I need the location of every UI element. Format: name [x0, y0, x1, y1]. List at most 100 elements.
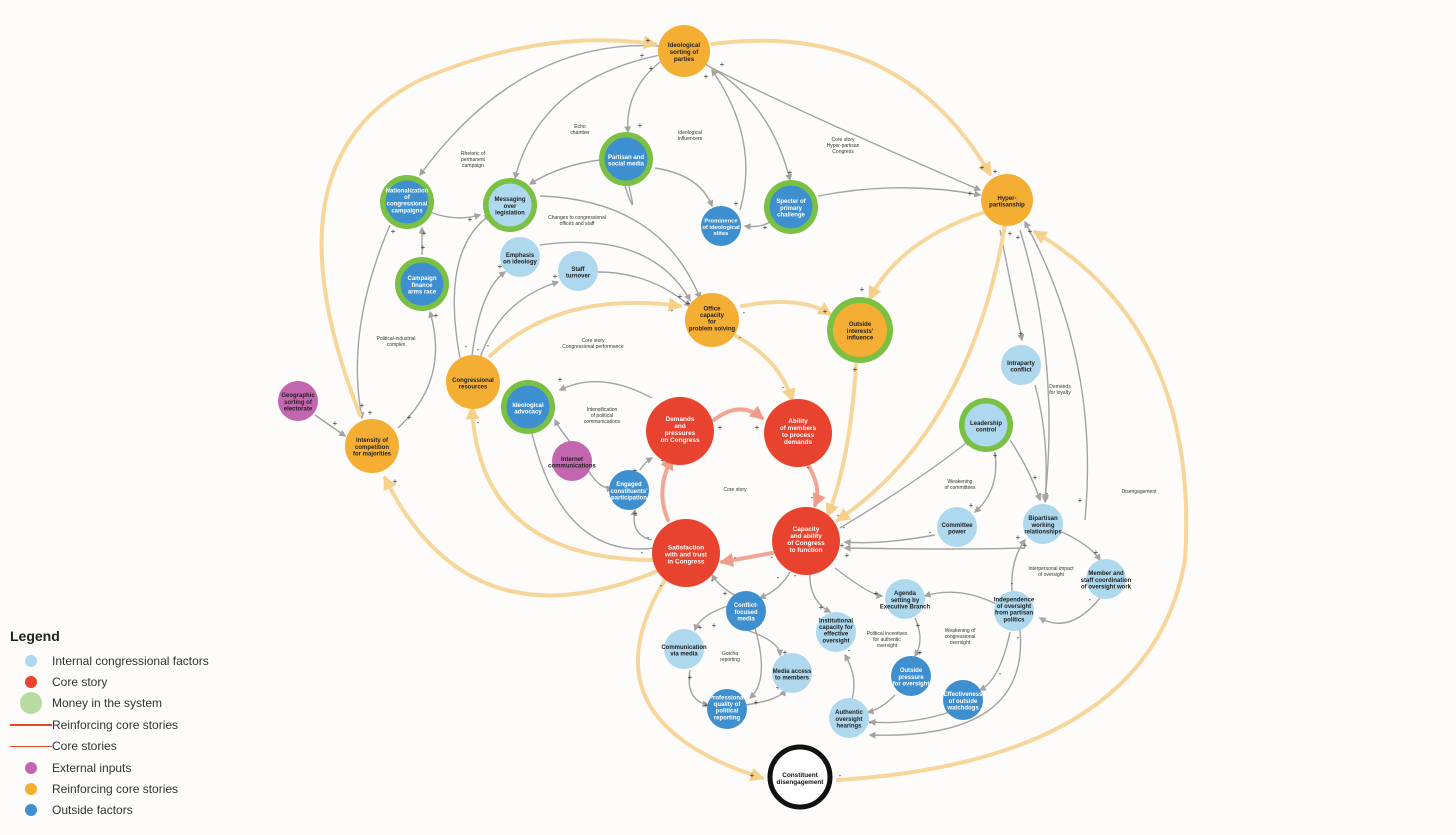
link — [693, 605, 729, 632]
svg-text:-: - — [739, 333, 742, 342]
svg-text:+: + — [783, 648, 788, 657]
svg-text:-: - — [734, 553, 737, 562]
core-link — [719, 551, 774, 567]
reinforcing-link — [636, 578, 765, 782]
svg-text:-: - — [465, 342, 468, 351]
svg-text:-: - — [1046, 489, 1049, 498]
link — [453, 214, 492, 359]
legend-item: External inputs — [10, 757, 270, 778]
legend-item: Internal congressional factors — [10, 650, 270, 671]
link — [479, 280, 560, 359]
svg-text:-: - — [777, 573, 780, 582]
svg-text:+: + — [776, 683, 781, 692]
reinforcing-link — [319, 35, 658, 417]
svg-text:+: + — [1023, 541, 1028, 550]
svg-text:Hyper-partisanship: Hyper-partisanship — [989, 196, 1025, 209]
svg-text:-: - — [929, 528, 932, 537]
svg-text:-: - — [869, 718, 872, 727]
reinforcing-link — [465, 405, 657, 562]
note-disengagement: Disengagement — [1121, 489, 1157, 495]
link — [397, 310, 437, 429]
reinforcing-link — [825, 363, 858, 518]
node-hyper-partisanship[interactable]: Hyper-partisanship — [981, 174, 1033, 226]
link — [639, 457, 654, 471]
link — [597, 271, 692, 307]
link — [711, 68, 747, 211]
svg-text:+: + — [969, 501, 974, 510]
reinforcing-link — [836, 230, 1189, 782]
svg-text:-: - — [1089, 595, 1092, 604]
legend-swatch-reinforcing — [25, 783, 37, 796]
legend-item: Reinforcing core stories — [10, 778, 270, 799]
svg-text:+: + — [1008, 229, 1013, 238]
legend-item: Core story — [10, 671, 270, 692]
svg-text:+: + — [368, 408, 373, 417]
svg-text:+: + — [407, 413, 412, 422]
svg-text:-: - — [477, 418, 480, 427]
reinforcing-link — [734, 334, 796, 403]
svg-text:-: - — [807, 463, 810, 472]
reinforcing-link — [383, 475, 662, 598]
reinforcing-link — [488, 297, 683, 358]
legend-swatch-line — [10, 724, 52, 726]
svg-text:+: + — [1078, 496, 1083, 505]
reinforcing-link — [710, 38, 992, 177]
svg-text:+: + — [853, 365, 858, 374]
svg-text:+: + — [918, 648, 923, 657]
link — [744, 688, 786, 706]
link — [587, 469, 614, 493]
svg-text:+: + — [704, 701, 709, 710]
svg-text:+: + — [720, 60, 725, 69]
link — [1034, 384, 1049, 504]
